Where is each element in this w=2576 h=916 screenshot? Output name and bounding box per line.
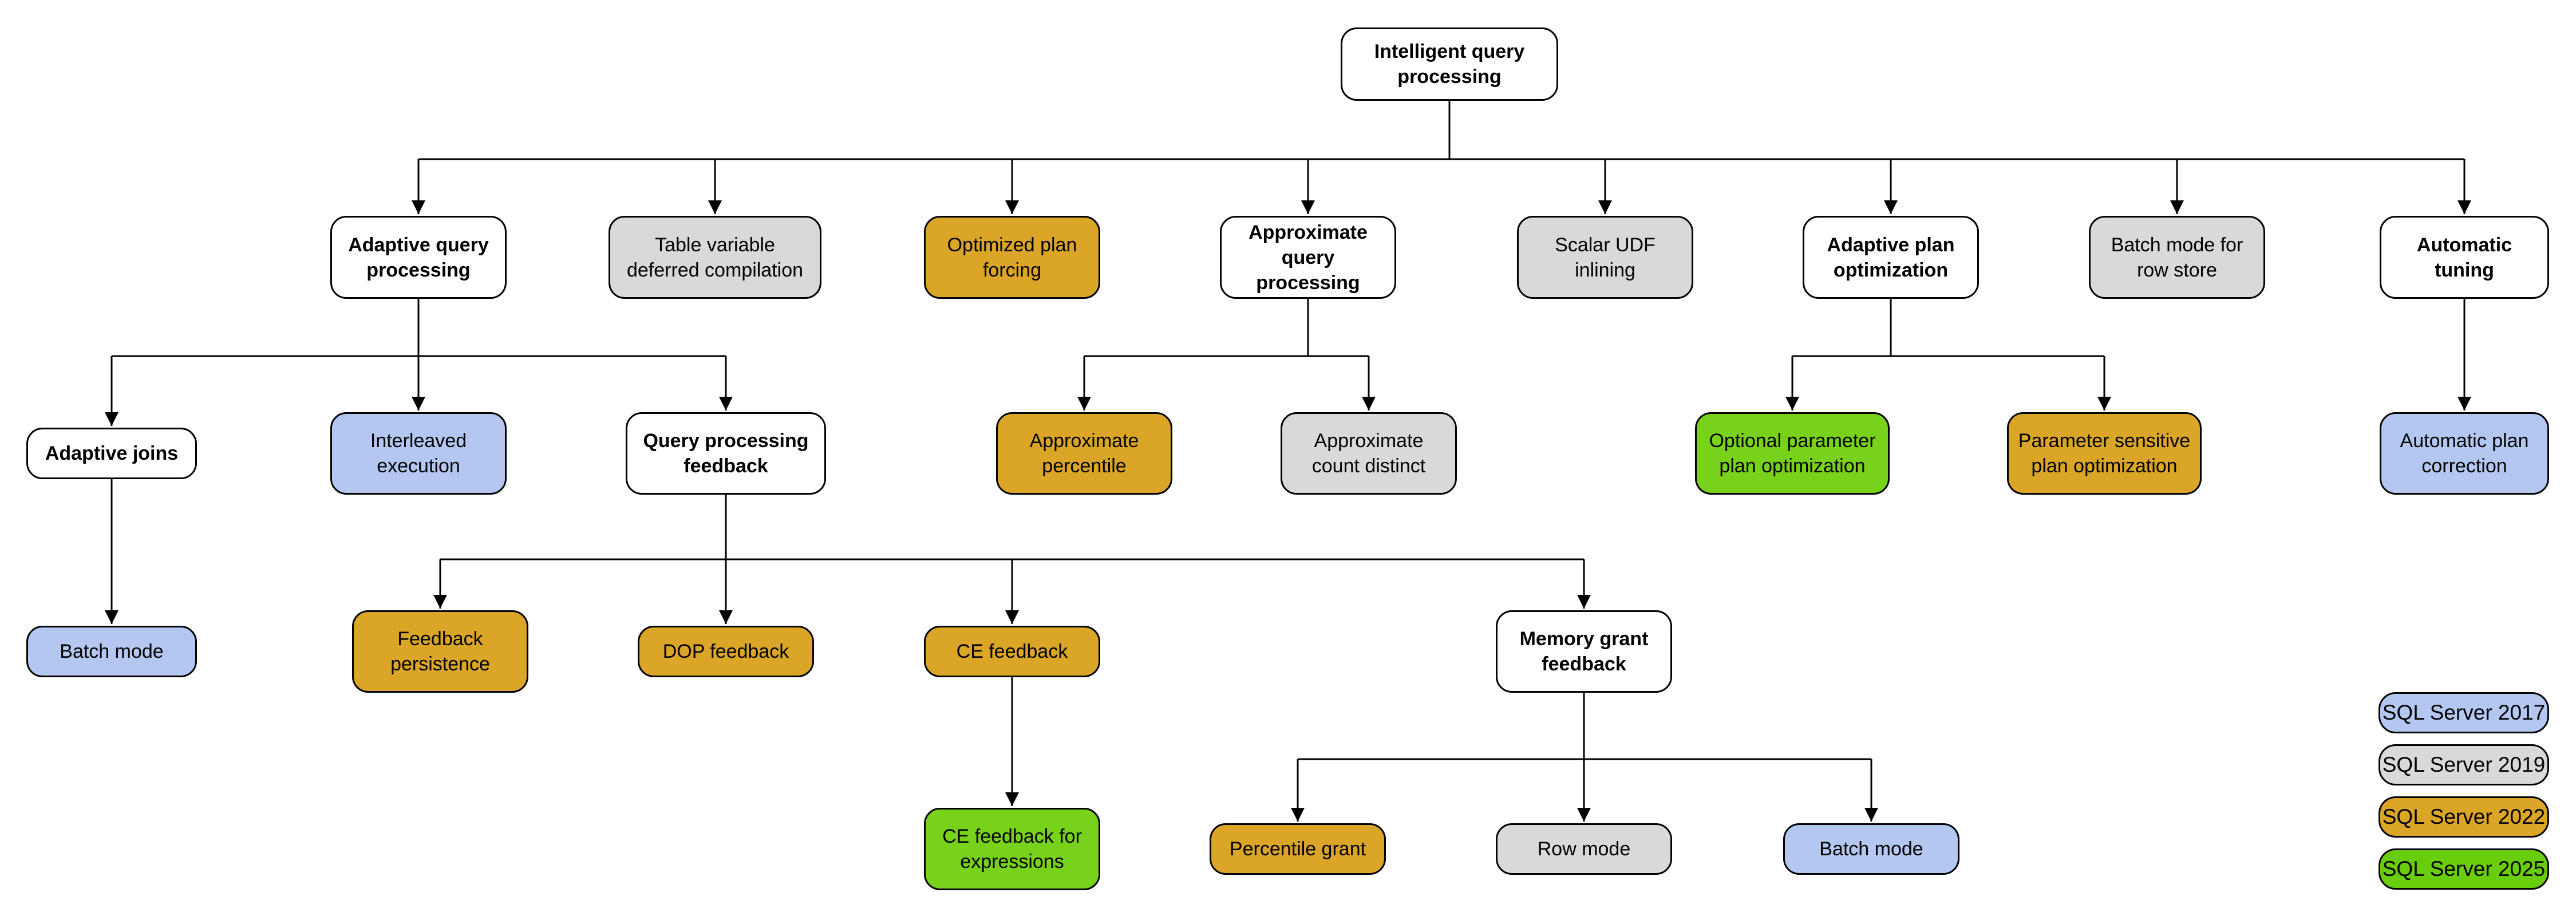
node-optional-parameter-plan-optimization: Optional parameter plan optimization xyxy=(1695,412,1890,495)
node-intelligent-query-processing: Intelligent query processing xyxy=(1341,27,1558,101)
node-table-variable-deferred-compilation: Table variable deferred compilation xyxy=(609,216,821,299)
node-adaptive-joins: Adaptive joins xyxy=(26,428,197,479)
node-percentile-grant: Percentile grant xyxy=(1210,823,1386,875)
node-approximate-percentile: Approximate percentile xyxy=(996,412,1172,495)
node-scalar-udf-inlining: Scalar UDF inlining xyxy=(1517,216,1693,299)
node-batch-mode-adaptive-joins: Batch mode xyxy=(26,626,197,677)
node-ce-feedback: CE feedback xyxy=(924,626,1100,677)
node-memory-grant-feedback: Memory grant feedback xyxy=(1496,610,1672,693)
node-ce-feedback-for-expressions: CE feedback for expressions xyxy=(924,808,1100,890)
node-approximate-count-distinct: Approximate count distinct xyxy=(1281,412,1457,495)
node-parameter-sensitive-plan-optimization: Parameter sensitive plan optimization xyxy=(2007,412,2202,495)
node-automatic-tuning: Automatic tuning xyxy=(2380,216,2549,299)
legend-sql-server-2017: SQL Server 2017 xyxy=(2379,692,2549,733)
legend-sql-server-2025: SQL Server 2025 xyxy=(2379,848,2549,890)
node-query-processing-feedback: Query processing feedback xyxy=(626,412,826,495)
legend-sql-server-2022: SQL Server 2022 xyxy=(2379,796,2549,838)
node-dop-feedback: DOP feedback xyxy=(638,626,814,677)
legend-sql-server-2019: SQL Server 2019 xyxy=(2379,744,2549,785)
node-adaptive-plan-optimization: Adaptive plan optimization xyxy=(1803,216,1979,299)
node-automatic-plan-correction: Automatic plan correction xyxy=(2380,412,2549,495)
node-adaptive-query-processing: Adaptive query processing xyxy=(330,216,507,299)
node-optimized-plan-forcing: Optimized plan forcing xyxy=(924,216,1100,299)
node-batch-mode-for-row-store: Batch mode for row store xyxy=(2089,216,2265,299)
node-batch-mode-memory-grant: Batch mode xyxy=(1783,823,1959,875)
node-approximate-query-processing: Approximate query processing xyxy=(1220,216,1396,299)
node-row-mode: Row mode xyxy=(1496,823,1672,875)
node-feedback-persistence: Feedback persistence xyxy=(352,610,528,693)
node-interleaved-execution: Interleaved execution xyxy=(330,412,507,495)
